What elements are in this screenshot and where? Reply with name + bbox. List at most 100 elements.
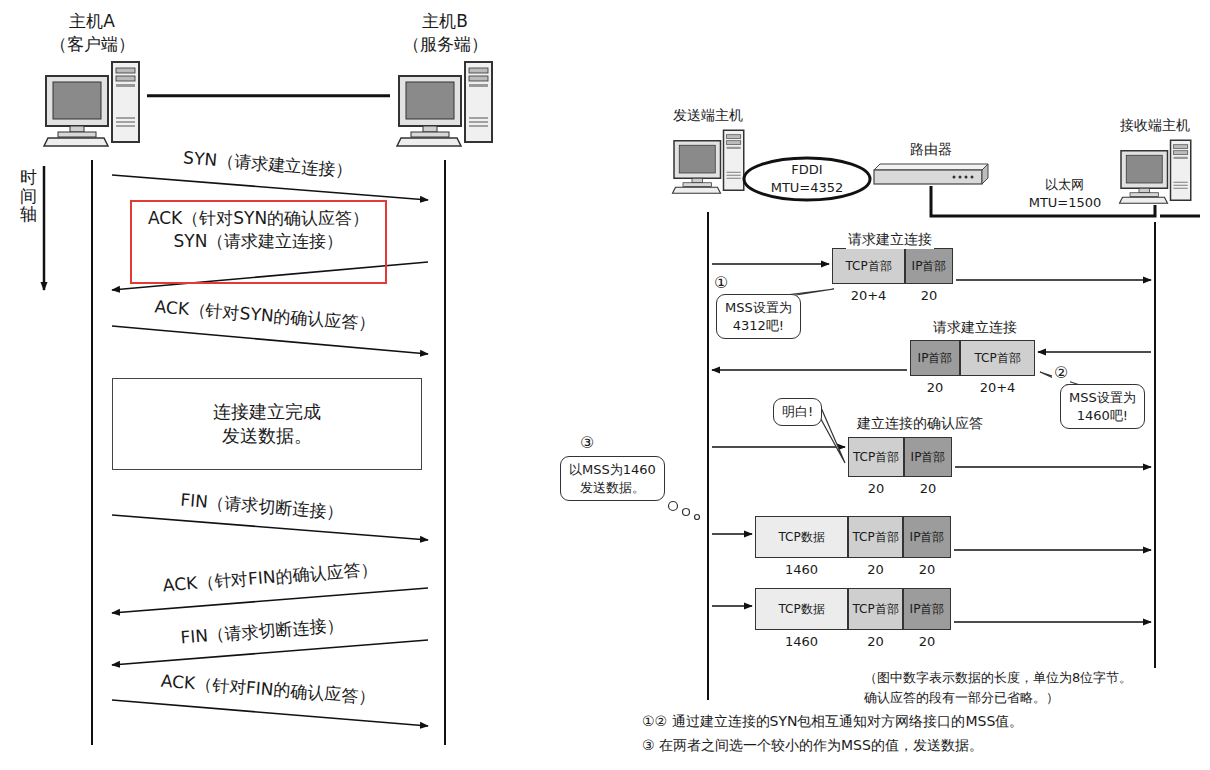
- length-number: 20: [925, 379, 946, 397]
- callout-bubble: MSS设置为 1460吧!: [1060, 384, 1145, 429]
- length-number: 20: [866, 480, 887, 498]
- node-text: 连接建立完成 发送数据。: [213, 400, 321, 449]
- node-text: ACK（针对SYN的确认应答）: [148, 207, 369, 230]
- annotation: 请求建立连接: [931, 318, 1019, 337]
- node-text: IP首部: [911, 449, 946, 465]
- tcp-header: TCP首部: [848, 437, 904, 477]
- packet-arrow: [712, 605, 752, 607]
- length-number: 1460: [783, 633, 820, 651]
- computer-icon: [42, 58, 142, 148]
- network-link: [147, 94, 390, 97]
- computer-symbol: [397, 62, 492, 146]
- annotation: ACK（针对SYN的确认应答）: [152, 295, 378, 336]
- tcp-data: TCP数据: [755, 516, 848, 558]
- client-host: 主机A （客户端）: [37, 10, 147, 148]
- server-host: 主机B （服务端）: [390, 10, 500, 148]
- node-text: TCP首部: [853, 449, 899, 465]
- computer-symbol: [44, 62, 139, 146]
- ip-header: IP首部: [903, 516, 951, 558]
- annotation: FIN（请求切断连接）: [178, 613, 347, 649]
- annotation: ③: [578, 432, 596, 454]
- annotation: FIN（请求切断连接）: [178, 488, 347, 524]
- annotation: 建立连接的确认应答: [855, 414, 985, 433]
- ip-header: IP首部: [910, 340, 960, 376]
- length-number: 1460: [783, 561, 820, 579]
- node-text: TCP首部: [845, 258, 891, 274]
- receiver-host: 接收端主机: [1115, 116, 1195, 205]
- length-number: 20: [918, 480, 939, 498]
- node-text: FDDI MTU=4352: [771, 161, 844, 196]
- node-text: 以MSS为1460 发送数据。: [569, 461, 656, 496]
- packet-arrow: [1038, 351, 1151, 353]
- node-text: 主机B （服务端）: [403, 10, 488, 56]
- annotation: （图中数字表示数据的长度，单位为8位字节。 确认应答的段有一部分已省略。）: [862, 668, 1158, 707]
- node-text: 明白!: [782, 403, 813, 421]
- tcp-header: TCP首部: [832, 248, 905, 284]
- node-text: IP首部: [910, 601, 945, 617]
- node-text: IP首部: [910, 529, 945, 545]
- length-number: 20: [917, 633, 938, 651]
- length-number: 20: [917, 561, 938, 579]
- node-text: TCP数据: [778, 529, 824, 545]
- annotation: ACK（针对FIN的确认应答）: [160, 557, 380, 597]
- tcp-data: TCP数据: [755, 588, 848, 630]
- packet-arrow: [712, 369, 907, 371]
- bubble-tail: [820, 406, 845, 463]
- tcp-header: TCP首部: [960, 340, 1035, 376]
- node-text: MSS设置为 4312吧!: [725, 299, 792, 334]
- annotation: 请求建立连接: [846, 230, 934, 249]
- node-text: TCP首部: [974, 350, 1020, 366]
- sender-host: 发送端主机: [668, 106, 748, 195]
- node-text: SYN（请求建立连接）: [174, 230, 344, 253]
- tcp-header: TCP首部: [848, 516, 903, 558]
- annotation: ①② 通过建立连接的SYN包相互通知对方网络接口的MSS值。: [640, 712, 1025, 731]
- axis-label: 时间轴: [20, 168, 37, 224]
- packet-arrow: [712, 263, 829, 265]
- ip-header: IP首部: [904, 437, 952, 477]
- packet-arrow: [954, 549, 1151, 551]
- process-box: 连接建立完成 发送数据。: [112, 378, 422, 470]
- node-text: TCP数据: [778, 601, 824, 617]
- computer-icon: [671, 127, 746, 195]
- packet-arrow: [954, 621, 1151, 623]
- computer-icon: [395, 58, 495, 148]
- callout-bubble: 明白!: [773, 398, 822, 426]
- node-text: TCP首部: [852, 601, 898, 617]
- node-text: IP首部: [918, 350, 953, 366]
- computer-symbol: [672, 130, 743, 193]
- annotation: SYN（请求建立连接）: [180, 146, 355, 183]
- node-text: 主机A （客户端）: [50, 10, 135, 56]
- packet-arrow: [955, 466, 1151, 468]
- node-text: 接收端主机: [1120, 116, 1190, 135]
- packet-arrow: [712, 446, 845, 448]
- ip-header: IP首部: [905, 248, 953, 284]
- node-text: 路由器: [910, 140, 952, 159]
- annotation: ③ 在两者之间选一个较小的作为MSS的值，发送数据。: [640, 736, 985, 755]
- packet-arrow: [712, 533, 752, 535]
- length-number: 20: [865, 633, 886, 651]
- node-text: TCP首部: [852, 529, 898, 545]
- node-text: IP首部: [912, 258, 947, 274]
- router-icon: [872, 162, 990, 186]
- highlight-box: ACK（针对SYN的确认应答）SYN（请求建立连接）: [130, 200, 387, 284]
- length-number: 20+4: [978, 379, 1018, 397]
- annotation: 以太网 MTU=1500: [1027, 176, 1104, 211]
- tcp-header: TCP首部: [848, 588, 903, 630]
- computer-symbol: [1119, 140, 1190, 203]
- thought-bubble: 以MSS为1460 发送数据。: [560, 456, 665, 501]
- length-number: 20: [865, 561, 886, 579]
- fddi-ring: FDDI MTU=4352: [742, 156, 872, 202]
- ip-header: IP首部: [903, 588, 951, 630]
- ring-ellipse: [744, 158, 870, 200]
- length-number: 20: [919, 287, 940, 305]
- computer-icon: [1118, 137, 1193, 205]
- callout-bubble: MSS设置为 4312吧!: [716, 294, 801, 339]
- node-text: 发送端主机: [673, 106, 743, 125]
- length-number: 20+4: [849, 287, 889, 305]
- annotation: ACK（针对FIN的确认应答）: [158, 669, 378, 709]
- packet-arrow: [956, 279, 1151, 281]
- node-text: MSS设置为 1460吧!: [1069, 389, 1136, 424]
- router: 路由器: [872, 140, 990, 186]
- annotation: ①: [712, 272, 730, 294]
